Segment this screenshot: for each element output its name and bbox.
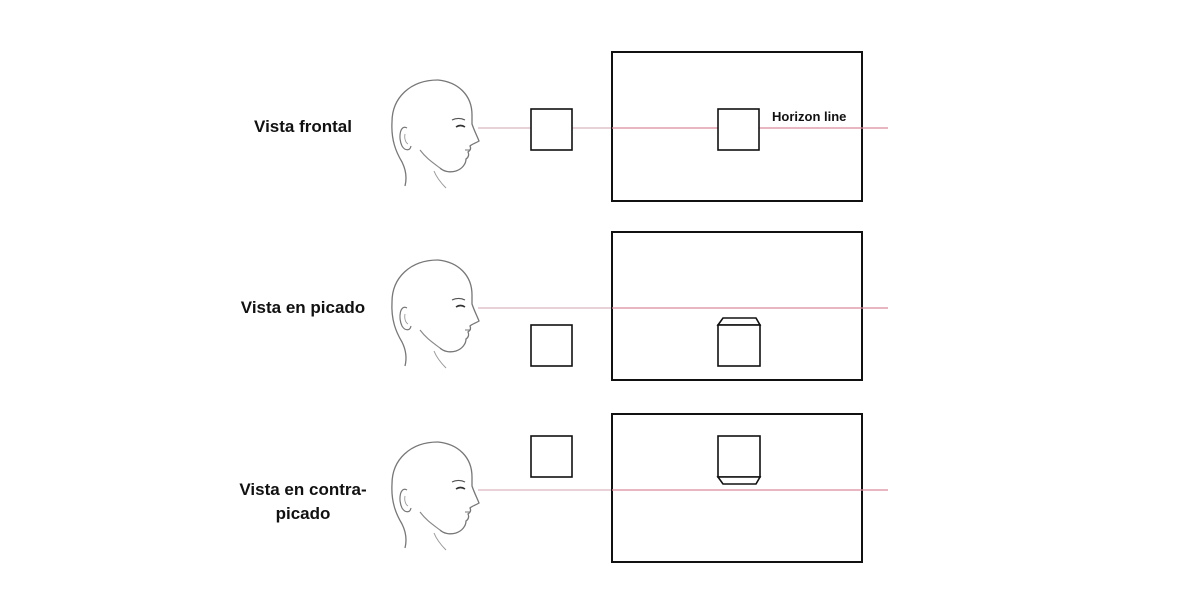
cube-projection — [717, 108, 760, 151]
cube-projection-bottom-visible — [716, 435, 762, 485]
row-contrapicado-shapes — [478, 413, 888, 563]
horizon-line-label: Horizon line — [770, 109, 849, 124]
human-head-profile-icon — [391, 79, 480, 189]
viewing-frame — [611, 51, 863, 202]
row-picado — [391, 259, 480, 369]
cube-projection-top-visible — [716, 317, 762, 367]
viewing-frame — [611, 231, 863, 381]
viewing-frame — [611, 413, 863, 563]
cube-icon — [530, 108, 573, 151]
row-label-picado: Vista en picado — [240, 298, 366, 317]
row-picado-shapes — [478, 231, 888, 381]
row-label-contrapicado: Vista en contra- picado — [203, 478, 403, 526]
human-head-profile-icon — [391, 259, 480, 369]
row-contrapicado — [391, 441, 480, 551]
cube-icon — [530, 435, 573, 478]
row-label-contrapicado-line-1: Vista en contra- — [239, 480, 367, 499]
human-head-profile-icon — [391, 441, 480, 551]
cube-icon — [530, 324, 573, 367]
row-frontal — [391, 51, 888, 202]
row-label-frontal: Vista frontal — [254, 117, 352, 136]
row-label-contrapicado-line-2: picado — [275, 504, 331, 523]
